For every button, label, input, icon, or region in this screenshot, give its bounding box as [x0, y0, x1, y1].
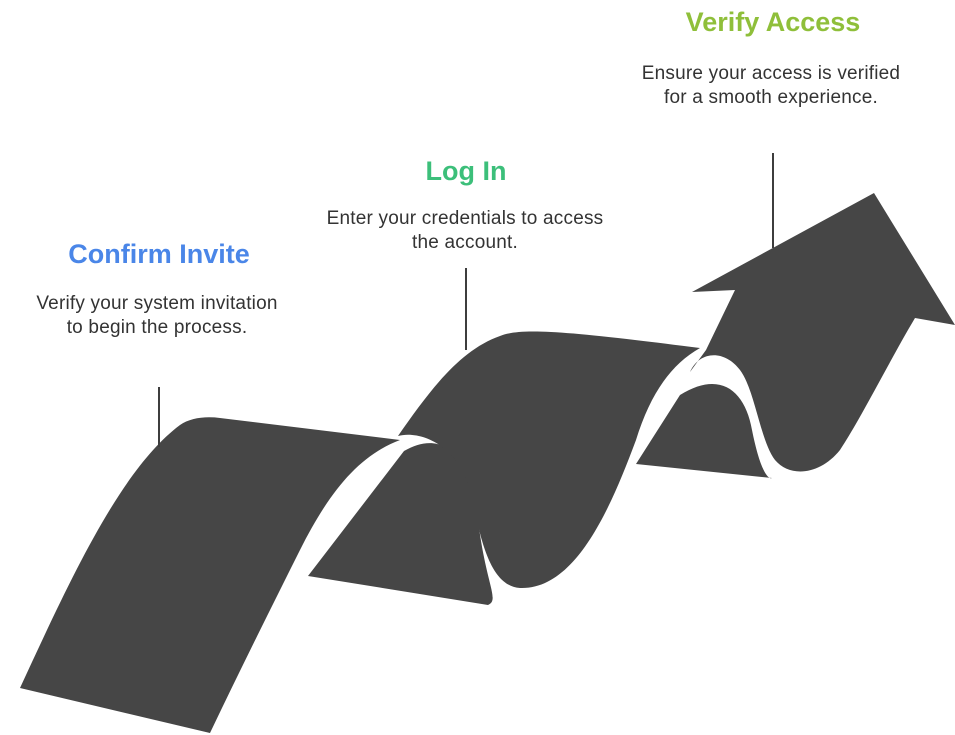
- step-2-connector: [465, 268, 467, 350]
- ribbon-segment-2-back: [308, 443, 493, 605]
- step-3-connector: [772, 153, 774, 248]
- step-1-description: Verify your system invitation to begin t…: [36, 293, 278, 338]
- step-3-title: Verify Access: [685, 7, 861, 37]
- ribbon-segment-2: [398, 331, 700, 589]
- step-2-title: Log In: [425, 156, 507, 186]
- ribbon-segment-3-back: [636, 383, 772, 479]
- ribbon-segment-3-arrow: [690, 193, 955, 472]
- step-3-description: Ensure your access is verified for a smo…: [641, 63, 901, 108]
- step-1-connector: [158, 387, 160, 447]
- step-1-title: Confirm Invite: [68, 239, 250, 269]
- step-2-description: Enter your credentials to access the acc…: [326, 208, 604, 253]
- ribbon-segment-1: [20, 417, 400, 733]
